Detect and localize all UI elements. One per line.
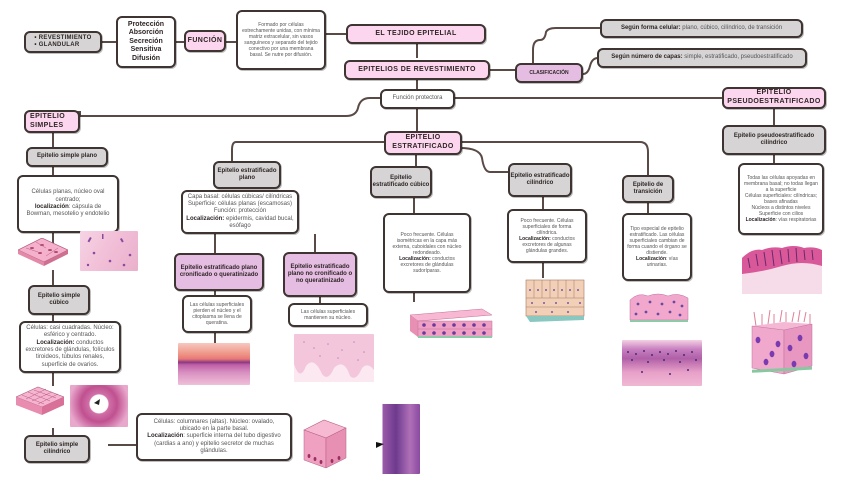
types-list-box: REVESTIMIENTO GLANDULAR xyxy=(24,31,102,53)
estrat-plano-loc: epidermis, cavidad bucal, esófago xyxy=(224,215,294,229)
simple-cubico-title: Epitelio simple cúbico xyxy=(28,285,90,315)
queratinizado-title: Epitelio estratificado plano cronificado… xyxy=(174,253,264,291)
transicion-diagram xyxy=(628,292,690,324)
simple-cubico-loc-label: Localización: xyxy=(36,339,75,346)
connector xyxy=(582,57,599,75)
estrat-cilindrico-loc: conductos excretores de algunas glándula… xyxy=(522,236,575,255)
description-box: Formado por células estrechamente unidas… xyxy=(236,10,326,70)
connector xyxy=(231,141,384,162)
pseudo-text: Todas las células apoyadas en membrana b… xyxy=(738,163,824,235)
simple-cilindrico-desc: Células: columnares (altas). Núcleo: ova… xyxy=(153,418,275,433)
estrat-cilindrico-text: Poco frecuente. Células superficiales de… xyxy=(507,209,587,263)
simple-cubico-text: Células: casi cuadradas. Núcleo: esféric… xyxy=(19,321,121,373)
pseudo-diagram xyxy=(748,309,816,378)
connector xyxy=(459,147,510,173)
pseudo-loc-label: Localización xyxy=(745,217,776,224)
pseudo-line: Núcleos a distintos niveles xyxy=(751,205,811,212)
function-item: Sensitiva xyxy=(130,46,162,54)
queratinizado-histology xyxy=(178,343,250,385)
transicion-text: Tipo especial de epitelio estratificado.… xyxy=(622,213,692,281)
estrat-plano-line: Capa basal: células cúbicas/ cilíndricas xyxy=(187,193,293,200)
estrat-cubico-diagram xyxy=(408,307,494,339)
estrat-cubico-desc: Poco frecuente. Células isométricas en l… xyxy=(392,231,462,256)
clasificacion-forma: Según forma celular: plano, cúbico, cilí… xyxy=(600,19,803,38)
simple-cilindrico-loc-label: Localización xyxy=(147,433,184,440)
connector xyxy=(80,97,380,117)
simple-plano-desc: Células planas, núcleo oval centrado; xyxy=(31,189,105,203)
pseudo-loc: : vías respiratorias xyxy=(775,217,817,224)
simple-cilindrico-histology xyxy=(376,404,420,474)
simple-cilindrico-title: Epitelio simple cilíndrico xyxy=(24,435,90,463)
estrat-cubico-text: Poco frecuente. Células isométricas en l… xyxy=(383,213,471,293)
transicion-loc: : vías urinarias. xyxy=(646,256,678,269)
simple-plano-diagram xyxy=(17,237,69,266)
estrat-cubico-title: Epitelio estratificado cúbico xyxy=(370,166,432,198)
estratificado-title: EPITELIO ESTRATIFICADO xyxy=(384,131,462,155)
queratinizado-text: Las células superficiales pierden el núc… xyxy=(182,295,252,333)
pseudo-histology xyxy=(742,244,822,294)
no-queratinizado-title: Epitelio estratificado plano no cronific… xyxy=(283,252,357,297)
simple-plano-text: Células planas, núcleo oval centrado;loc… xyxy=(17,175,119,233)
clasificacion-capas: Según número de capas: simple, estratifi… xyxy=(597,48,807,68)
function-label: FUNCIÓN xyxy=(184,30,226,52)
estrat-cubico-loc-label: Localización: xyxy=(399,256,431,263)
functions-list-box: Protección Absorción Secreción Sensitiva… xyxy=(116,16,176,68)
simple-plano-loc-label: localización xyxy=(34,204,69,210)
clasificacion-label: CLASIFICACIÓN xyxy=(515,63,583,83)
main-title: EL TEJIDO EPITELIAL xyxy=(346,24,486,44)
function-item: Difusión xyxy=(132,54,160,62)
function-item: Absorción xyxy=(128,29,164,37)
simple-plano-histology xyxy=(80,231,138,271)
estrat-plano-line: Función: protección xyxy=(213,208,267,215)
clasificacion-forma-label: Según forma celular: xyxy=(620,24,681,31)
pseudo-line: Células superficiales: cilíndricas; base… xyxy=(744,192,818,205)
estrat-plano-loc-label: Localización: xyxy=(186,215,225,222)
revestimiento-title: EPITELIOS DE REVESTIMIENTO xyxy=(344,60,490,80)
transicion-desc: Tipo especial de epitelio estratificado.… xyxy=(627,225,687,257)
simple-cilindrico-loc: : superficie interna del tubo digestivo … xyxy=(154,433,281,454)
simple-cilindrico-text: Células: columnares (altas). Núcleo: ova… xyxy=(136,413,292,461)
estrat-cilindrico-diagram xyxy=(524,278,586,324)
estrat-plano-line: Superficie: células planas (escamosas) xyxy=(187,201,293,208)
clasificacion-capas-text: simple, estratificado, pseudoestratifica… xyxy=(682,54,793,61)
type-item: GLANDULAR xyxy=(34,42,91,49)
no-queratinizado-text: Las células superficiales mantienen su n… xyxy=(288,303,368,327)
estrat-cilindrico-loc-label: Localización: xyxy=(519,236,551,242)
transicion-histology xyxy=(622,340,702,386)
connector xyxy=(532,27,600,64)
estrat-cilindrico-desc: Poco frecuente. Células superficiales de… xyxy=(520,217,574,236)
simple-cubico-diagram xyxy=(15,385,65,417)
estrat-cubico-loc: conductos excretores de glándulas sudorí… xyxy=(400,256,455,275)
pseudo-line: Todas las células apoyadas en membrana b… xyxy=(744,174,818,193)
connector xyxy=(462,141,649,175)
pseudo-line: Superficie con cilios xyxy=(758,211,804,218)
transicion-title: Epitelio de transición xyxy=(622,175,674,203)
simple-cubico-histology xyxy=(70,385,128,427)
simple-cubico-desc: Células: casi cuadradas. Núcleo: esféric… xyxy=(26,325,114,339)
simples-title: EPITELIO SIMPLES xyxy=(24,110,80,133)
pseudo-title: EPITELIO PSEUDOESTRATIFICADO xyxy=(722,87,826,109)
simple-plano-title: Epitelio simple plano xyxy=(26,147,108,167)
pseudo-sub-title: Epitelio pseudoestratificado cilíndrico xyxy=(722,125,826,155)
clasificacion-capas-label: Según número de capas: xyxy=(611,54,683,61)
estrat-cilindrico-title: Epitelio estratificado cilíndrico xyxy=(508,163,572,197)
no-queratinizado-histology xyxy=(294,334,374,382)
function-item: Secreción xyxy=(129,37,163,45)
estrat-plano-text: Capa basal: células cúbicas/ cilíndricas… xyxy=(181,190,299,234)
type-item: REVESTIMIENTO xyxy=(34,35,91,42)
simple-cilindrico-diagram xyxy=(302,418,348,470)
estrat-plano-title: Epitelio estratificado plano xyxy=(213,161,281,189)
simple-plano-loc: : cápsula de Bowman, mesotelio y endotel… xyxy=(26,204,110,218)
simple-cubico-loc: conductos excretores de glándulas, folíc… xyxy=(25,339,115,368)
clasificacion-forma-text: plano, cúbico, cilíndrico, de transición xyxy=(680,24,783,31)
transicion-loc-label: Localización xyxy=(636,256,667,263)
function-item: Protección xyxy=(127,20,165,28)
funcion-protectora: Función protectora xyxy=(380,89,455,109)
